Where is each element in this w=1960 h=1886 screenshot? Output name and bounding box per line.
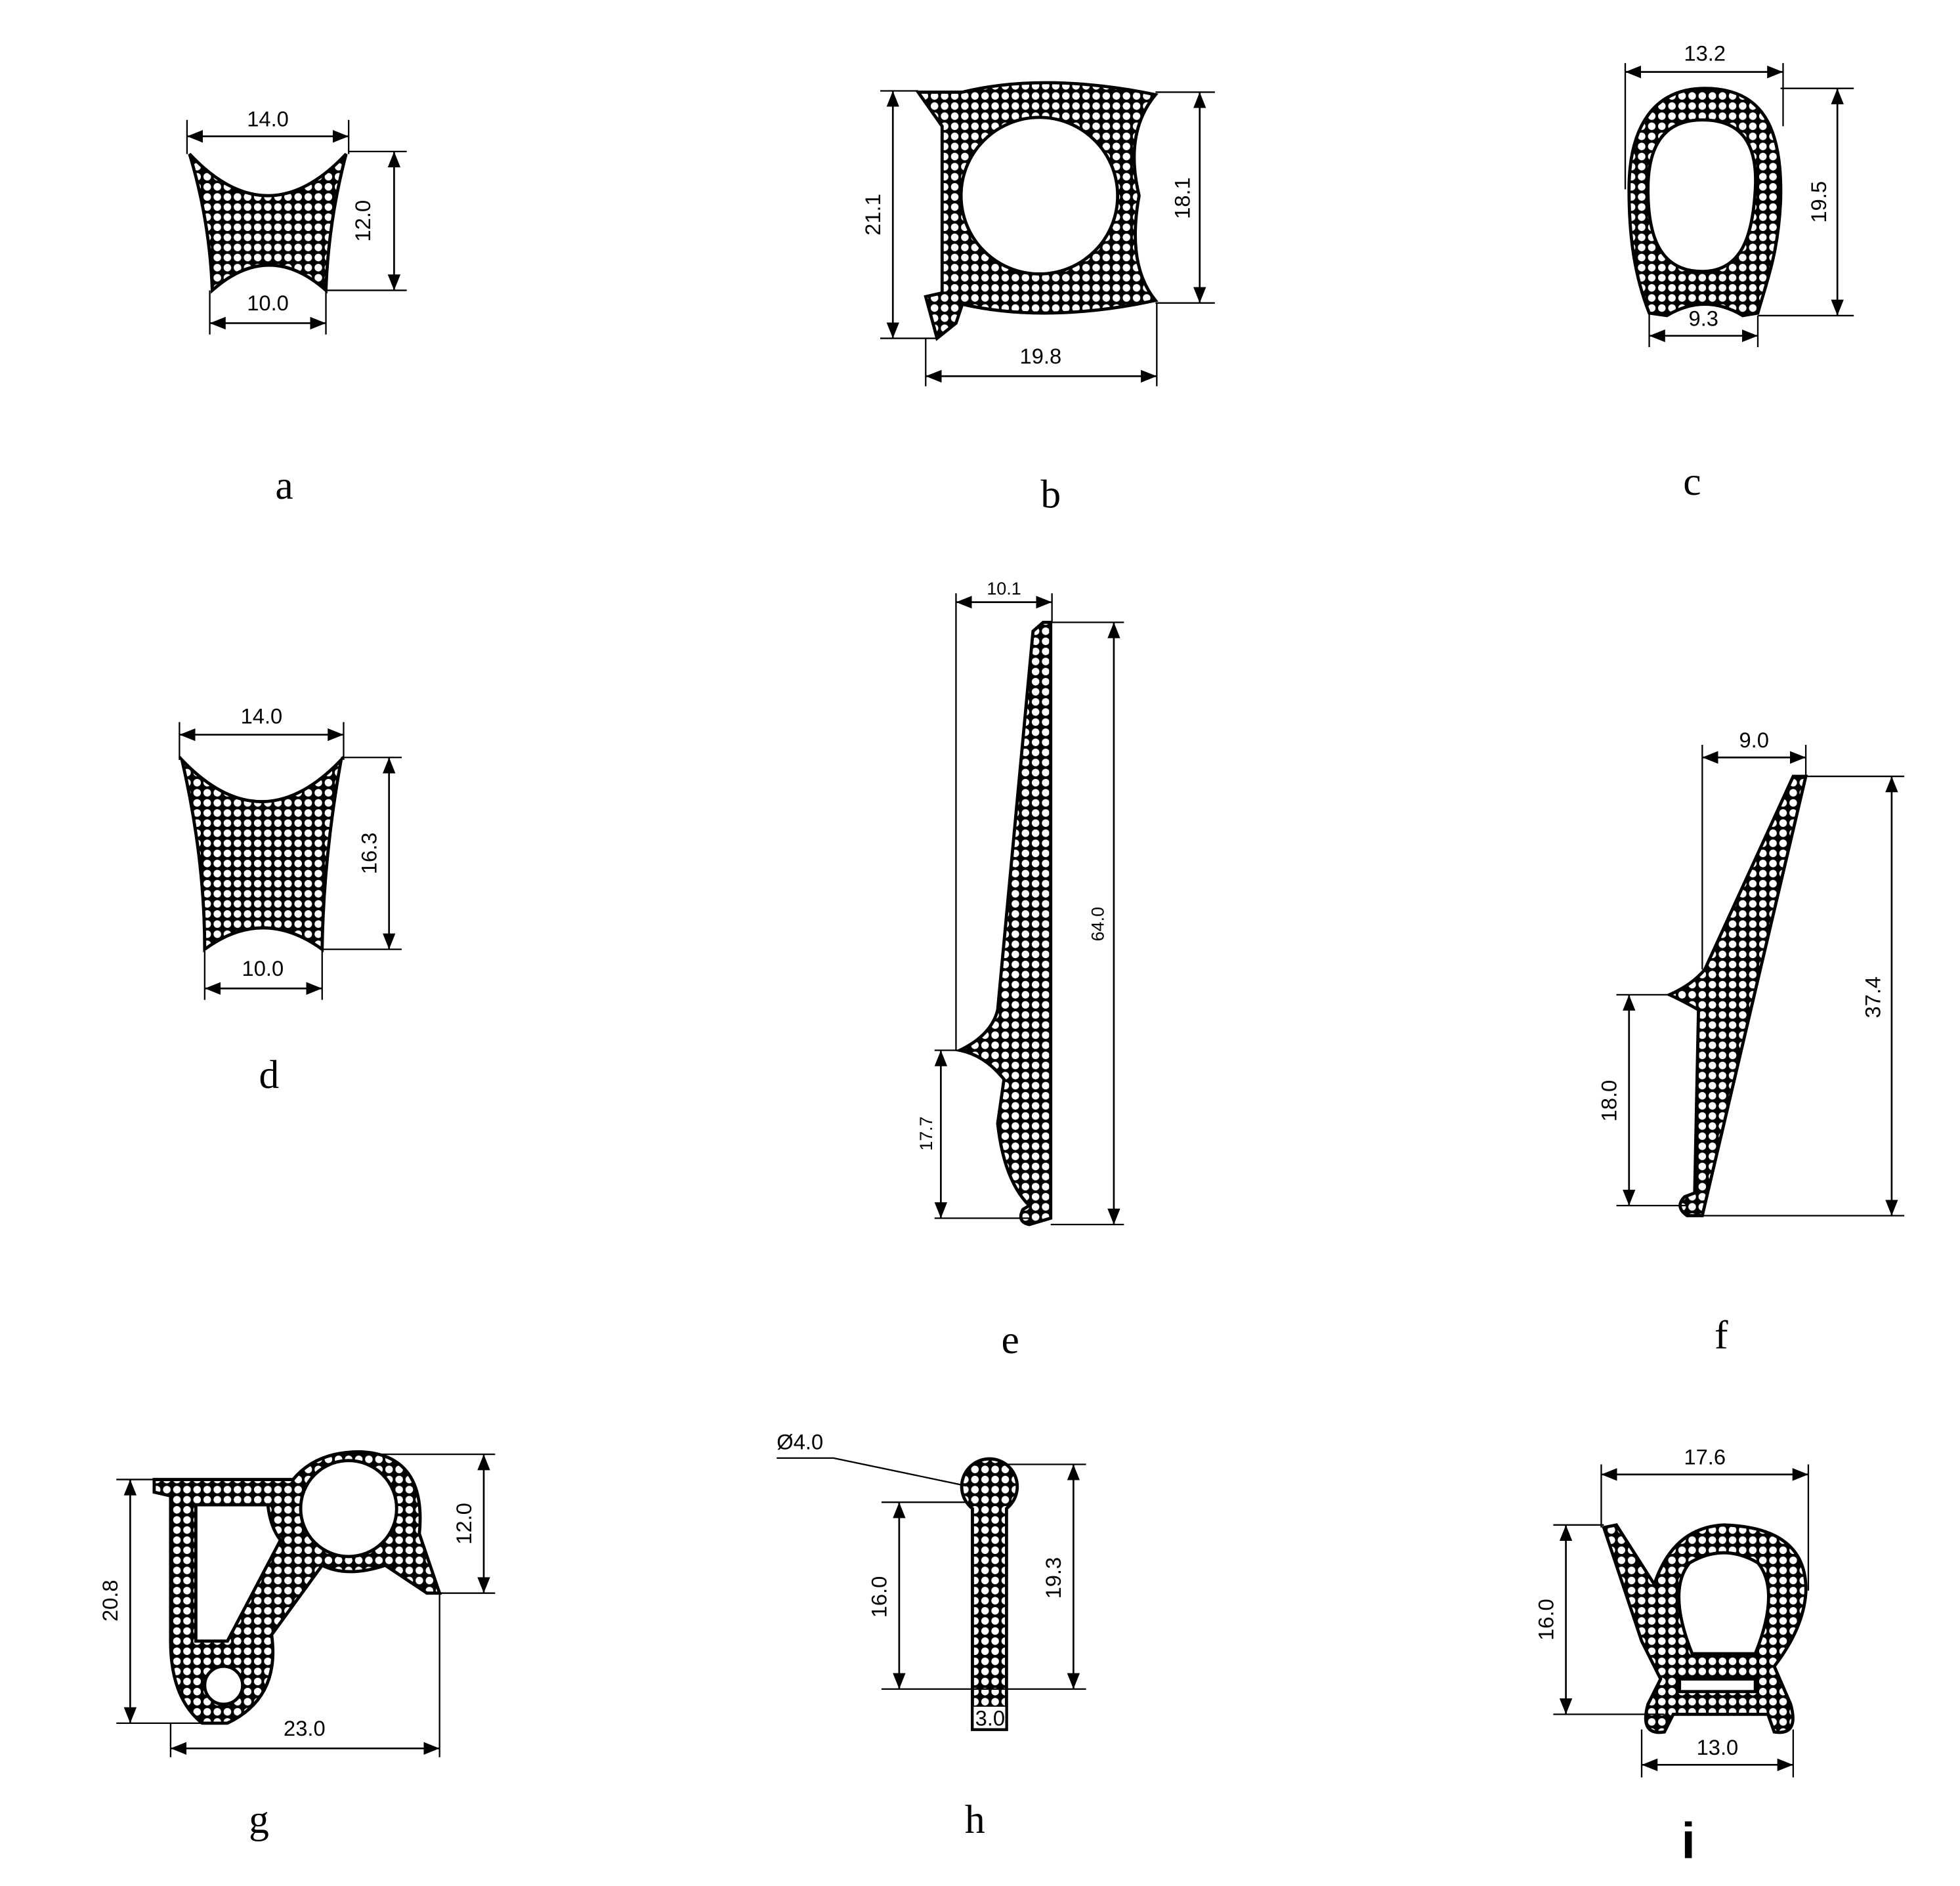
profile-h: Ø4.0 16.0 19.3 3.0 h [777, 1429, 1086, 1842]
profile-c-shape [1627, 87, 1783, 318]
dim-a-height: 12.0 [351, 200, 375, 242]
profile-e: 10.1 64.0 17.7 e [916, 579, 1124, 1362]
figure-label-c: c [1683, 459, 1701, 504]
dim-c-height: 19.5 [1806, 181, 1831, 223]
dim-d-top-width: 14.0 [241, 703, 283, 728]
dim-h-height: 19.3 [1041, 1557, 1065, 1599]
dim-g-bulb-height: 12.0 [452, 1503, 476, 1545]
dim-f-top-width: 9.0 [1739, 728, 1768, 752]
dim-c-top-width: 13.2 [1684, 41, 1726, 65]
dim-b-left-height: 21.1 [861, 194, 885, 236]
profile-d-shape [179, 755, 344, 953]
figure-label-e: e [1002, 1318, 1019, 1362]
dim-f-height: 37.4 [1861, 976, 1885, 1018]
figure-label-d: d [259, 1053, 280, 1097]
dim-g-height: 20.8 [98, 1580, 122, 1622]
profile-c: 13.2 19.5 9.3 c [1624, 41, 1854, 504]
profile-i: 17.6 16.0 13.0 i [1533, 1444, 1810, 1870]
figure-label-i: i [1681, 1813, 1695, 1870]
dim-e-height: 64.0 [1088, 907, 1108, 941]
dim-e-top-width: 10.1 [987, 579, 1021, 598]
profile-b: 21.1 18.1 19.8 b [861, 81, 1215, 516]
profile-a: 14.0 12.0 10.0 a [186, 106, 407, 508]
profile-d: 14.0 16.3 10.0 d [179, 703, 402, 1097]
dim-f-lip-height: 18.0 [1597, 1080, 1621, 1122]
dim-h-stem-height: 16.0 [867, 1576, 891, 1618]
profile-h-shape [960, 1457, 1019, 1731]
profile-e-shape [954, 620, 1053, 1226]
profile-f: 9.0 37.4 18.0 f [1597, 728, 1905, 1358]
dim-d-bottom-width: 10.0 [242, 956, 284, 980]
dim-h-diameter: Ø4.0 [777, 1429, 823, 1454]
dim-i-top-width: 17.6 [1684, 1444, 1726, 1469]
dim-h-thickness: 3.0 [975, 1706, 1005, 1730]
dim-g-width: 23.0 [284, 1716, 326, 1740]
profile-f-shape [1665, 774, 1808, 1217]
dim-a-bottom-width: 10.0 [247, 291, 289, 315]
dim-d-height: 16.3 [356, 833, 381, 875]
figure-label-a: a [275, 463, 293, 508]
figure-label-h: h [965, 1797, 985, 1842]
dim-i-bottom-width: 13.0 [1697, 1735, 1739, 1759]
profile-a-shape [188, 153, 348, 294]
figure-label-g: g [249, 1797, 269, 1842]
dim-a-top-width: 14.0 [247, 106, 289, 131]
dim-b-width: 19.8 [1020, 344, 1062, 368]
figure-label-f: f [1715, 1313, 1728, 1358]
dim-c-bottom-width: 9.3 [1689, 306, 1718, 330]
dim-i-height: 16.0 [1533, 1599, 1558, 1641]
profile-g: 20.8 12.0 23.0 g [98, 1450, 496, 1842]
figure-label-b: b [1040, 472, 1061, 516]
dim-e-lip-height: 17.7 [916, 1116, 936, 1150]
profile-b-shape [915, 81, 1159, 341]
dim-b-right-height: 18.1 [1170, 177, 1194, 219]
